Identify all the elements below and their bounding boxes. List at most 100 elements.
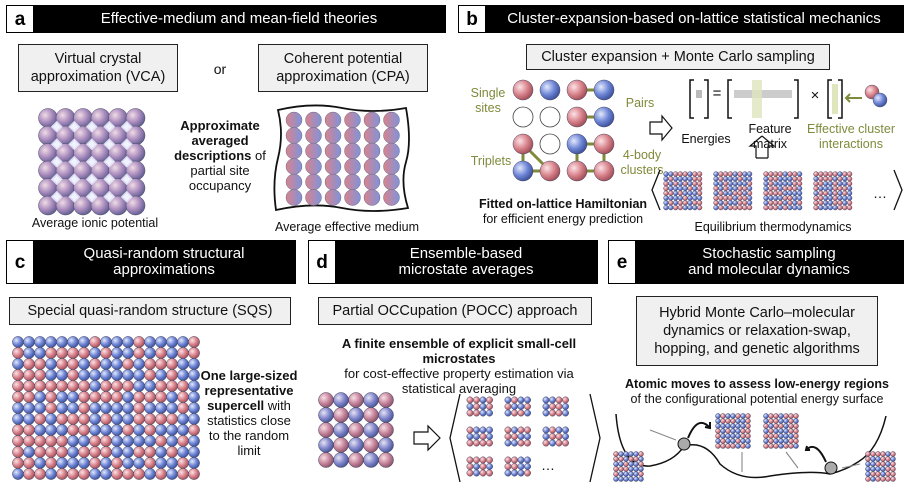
pes-state-atom — [633, 456, 639, 462]
sqs-atom — [12, 391, 24, 403]
sqs-atom — [23, 369, 35, 381]
microstate-atom — [504, 469, 512, 477]
sqs-atom — [56, 347, 68, 359]
feature-matrix-bracket — [727, 79, 799, 119]
sqs-atom — [56, 391, 68, 403]
mc-state-atom — [746, 185, 753, 192]
mc-state-atom — [832, 190, 838, 196]
sqs-atom — [23, 402, 35, 414]
panel-c-letter: c — [6, 240, 34, 284]
panel-e-desc-rest: of the configurational potential energy … — [630, 392, 884, 406]
mc-state-atom — [796, 195, 803, 201]
pocc-parent-atom-overlay — [378, 452, 394, 468]
sqs-atom — [144, 468, 156, 480]
sqs-atom — [133, 358, 145, 370]
panel-c-title: Quasi-random structural approximations — [83, 245, 245, 278]
mc-state-atom — [837, 204, 843, 211]
mc-state-atom — [737, 195, 743, 201]
hollow-arrow-down — [748, 135, 776, 159]
sqs-atom — [34, 380, 46, 392]
mc-state-atom — [782, 204, 788, 211]
pes-state-atom — [890, 456, 896, 462]
mc-state-atom — [672, 204, 679, 211]
mc-state-atom — [722, 200, 729, 206]
pes-state-atom — [885, 456, 891, 462]
pes-state-atom — [638, 466, 644, 472]
pes-state-atom — [735, 433, 741, 439]
mc-state-atom — [732, 171, 738, 177]
mc-state-atom — [782, 180, 788, 187]
sqs-atom — [89, 358, 101, 370]
pocc-parent-atom-overlay — [318, 407, 334, 423]
sqs-atom — [166, 369, 178, 381]
pocc-parent-atom-overlay — [363, 452, 379, 468]
pes-state-atom — [613, 451, 619, 457]
pes-state-atom — [880, 476, 886, 482]
sqs-atom — [34, 336, 46, 348]
mc-state-atom — [732, 204, 738, 211]
sqs-atom — [122, 468, 134, 480]
panel-a-title: Effective-medium and mean-field theories — [100, 10, 378, 27]
pes-state-atom — [633, 471, 639, 477]
pes-state-atom — [875, 451, 881, 457]
microstate-atom — [511, 463, 518, 470]
sqs-atom — [23, 347, 35, 359]
sqs-atom — [111, 336, 123, 348]
pes-state-atom — [613, 461, 619, 467]
pes-state-atom — [618, 476, 624, 482]
sqs-atom — [122, 413, 134, 425]
microstate-atom — [517, 396, 525, 404]
sqs-atom — [23, 424, 35, 436]
mc-state-atom — [772, 200, 779, 206]
cpa-atom — [305, 158, 322, 175]
mc-state-atom — [827, 185, 834, 192]
pes-state-atom — [763, 423, 769, 429]
mc-state-atom — [742, 180, 748, 187]
mc-state-atom — [768, 204, 774, 211]
pes-state-atom — [793, 443, 799, 449]
mc-state-atom — [746, 204, 753, 211]
mc-state-atom — [722, 176, 729, 182]
panel-d-desc-rest: for cost-effective property estimation v… — [344, 366, 574, 396]
pes-state-atom — [633, 451, 639, 457]
vca-interstitial — [85, 120, 98, 133]
pes-state-atom — [778, 433, 784, 439]
sqs-atom — [177, 435, 189, 447]
microstate-atom — [549, 439, 556, 447]
pes-state-atom — [613, 456, 619, 462]
vca-interstitial — [103, 120, 116, 133]
microstate-atom — [555, 403, 563, 410]
microstate-atom — [504, 433, 512, 440]
mc-state-atom — [732, 200, 738, 206]
mc-state-atom — [846, 171, 853, 177]
pes-state-atom — [783, 433, 789, 439]
panel-e-desc-bold: Atomic moves to assess low-energy region… — [625, 377, 889, 391]
mc-state-atom — [677, 195, 684, 201]
microstate-atom — [542, 433, 550, 440]
sqs-atom — [144, 457, 156, 469]
pes-state-atom — [618, 456, 624, 462]
sqs-atom — [89, 391, 101, 403]
mc-state-atom — [837, 195, 843, 201]
sqs-atom — [144, 402, 156, 414]
microstate-atom — [473, 403, 480, 410]
pes-state-atom — [773, 438, 779, 444]
sqs-atom — [23, 468, 35, 480]
microstate-atom — [517, 439, 525, 447]
sqs-atom — [122, 380, 134, 392]
pes-state-atom — [715, 423, 721, 429]
microstate-atom — [486, 456, 493, 464]
pes-state-atom — [875, 461, 881, 467]
mc-state-atom — [718, 176, 724, 182]
mc-state-atom — [692, 176, 698, 182]
pocc-parent-atom-overlay — [333, 437, 349, 453]
mc-state-atom — [687, 195, 693, 201]
pes-state-atom — [745, 443, 751, 449]
sqs-atom — [12, 402, 24, 414]
pes-state-atom — [715, 418, 721, 424]
sqs-atom — [56, 424, 68, 436]
panel-a-desc-bold: Approximate averaged descriptions — [174, 118, 260, 163]
mc-state-atom — [796, 200, 803, 206]
mc-state-atom — [742, 204, 748, 211]
energy-landscape — [613, 413, 896, 482]
